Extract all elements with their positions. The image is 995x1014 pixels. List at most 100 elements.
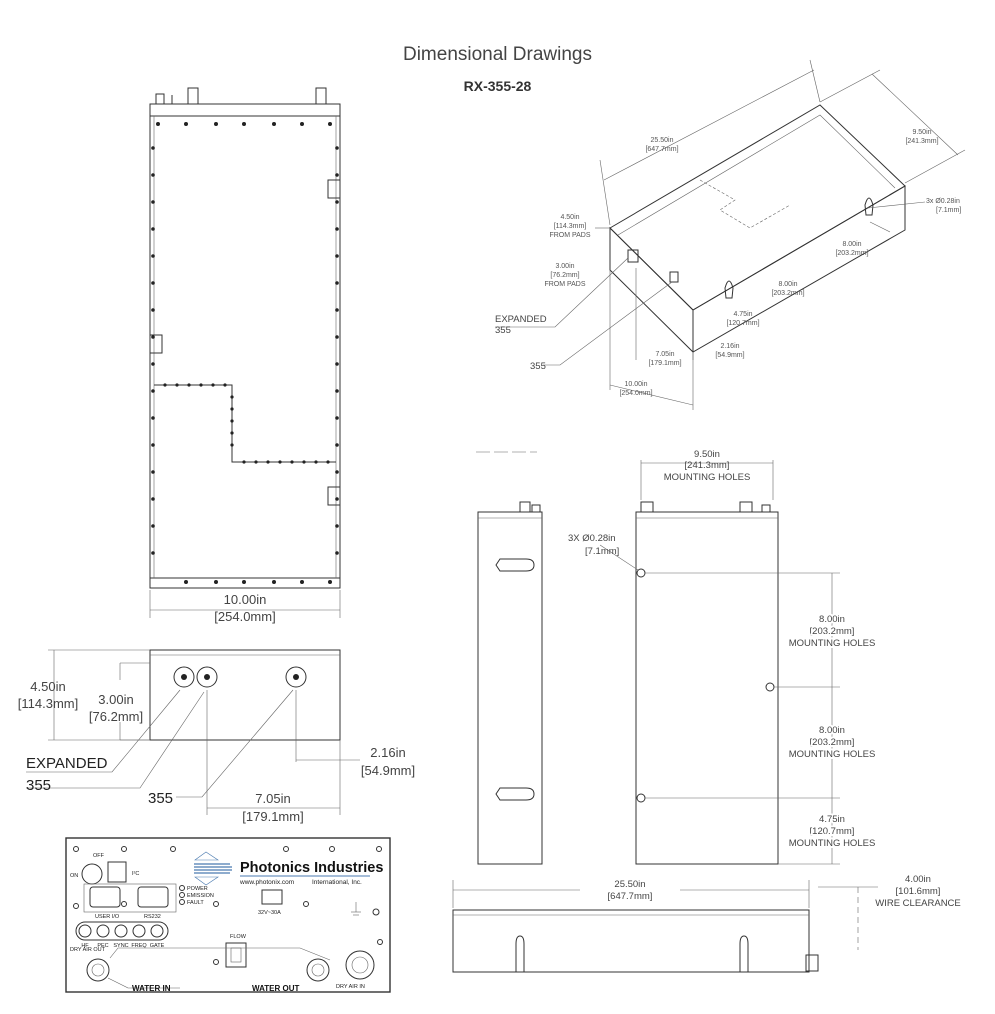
model-number: RX-355-28 — [463, 78, 532, 94]
screw — [151, 227, 155, 231]
panel-website: www.photonix.com — [239, 879, 294, 886]
screw — [328, 580, 332, 584]
dry-air-out-fitting — [86, 958, 110, 982]
iso-width-in: 9.50in — [912, 129, 931, 136]
jack-label: SYNC — [113, 943, 128, 949]
bottom-width-in: 9.50in — [694, 449, 720, 460]
iso-callout-355: 355 — [530, 361, 546, 372]
bottom-holes: 3X Ø0.28in — [568, 533, 616, 544]
jack-label: GATE — [150, 943, 165, 949]
screw — [272, 580, 276, 584]
dry-air-in-fitting — [345, 950, 375, 980]
iso-callout-expanded-2: 355 — [495, 325, 511, 336]
end-view-body — [149, 649, 341, 741]
end-view: 4.50in [114.3mm] 3.00in [76.2mm] EXPANDE… — [18, 649, 415, 824]
panel-screw — [73, 903, 79, 909]
power-connector — [261, 889, 283, 905]
panel-water-in: WATER IN — [132, 984, 171, 993]
iso-foot-1 — [724, 280, 734, 299]
front-panel-outline — [65, 837, 391, 993]
panel-screw — [376, 846, 382, 852]
screw — [230, 431, 234, 435]
screw — [214, 122, 218, 126]
top-width-in: 10.00in — [224, 592, 267, 607]
panel-screw — [377, 939, 383, 945]
top-view-screws — [151, 122, 339, 584]
screw — [184, 122, 188, 126]
flow-switch — [225, 942, 247, 968]
end-height-mm: [114.3mm] — [18, 696, 78, 711]
end-offset-in: 2.16in — [370, 745, 405, 760]
bottom-m2-note: MOUNTING HOLES — [789, 749, 876, 760]
iso-h-mm: [114.3mm] — [554, 223, 587, 230]
isometric-view: 25.50in [647.7mm] 9.50in [241.3mm] 3x Ø0… — [495, 59, 966, 410]
panel-screw — [121, 901, 127, 907]
top-connector-3 — [315, 87, 327, 105]
photonics-logo-icon — [194, 851, 232, 886]
panel-screw — [73, 846, 79, 852]
side-handle-1 — [327, 179, 341, 199]
panel-led-fault: FAULT — [187, 900, 204, 906]
screw — [163, 383, 167, 387]
screw — [151, 335, 155, 339]
bottom-m1-in: 8.00in — [819, 614, 845, 625]
screw — [151, 524, 155, 528]
screw — [151, 551, 155, 555]
side-connector — [805, 954, 819, 972]
screw — [314, 460, 318, 464]
iso-p-in: 3.00in — [555, 263, 574, 270]
screw — [230, 443, 234, 447]
port-355 — [285, 666, 307, 688]
side-length-mm: [647.7mm] — [608, 891, 653, 902]
screw — [335, 308, 339, 312]
screw — [242, 122, 246, 126]
iso-m3-in: 4.75in — [733, 311, 752, 318]
panel-led-power: POWER — [187, 886, 208, 892]
port-expanded-355-a — [173, 666, 195, 688]
screw — [151, 200, 155, 204]
screw — [151, 281, 155, 285]
screw — [335, 551, 339, 555]
screw — [335, 470, 339, 474]
screw — [254, 460, 258, 464]
jack-pec — [96, 924, 110, 938]
side-clear-note: WIRE CLEARANCE — [875, 898, 961, 909]
screw — [214, 580, 218, 584]
screw — [335, 335, 339, 339]
iso-s-in: 7.05in — [655, 351, 674, 358]
top-connector-2 — [187, 87, 199, 105]
iso-o-in: 2.16in — [720, 343, 739, 350]
screw — [335, 281, 339, 285]
screw — [151, 254, 155, 258]
bottom-m3-mm: [120.7mm] — [810, 826, 855, 837]
iso-side-face — [692, 185, 906, 353]
iso-m2-in: 8.00in — [778, 281, 797, 288]
screw — [335, 389, 339, 393]
side-clear-in: 4.00in — [905, 874, 931, 885]
panel-screw — [213, 901, 219, 907]
end-pad-in: 3.00in — [98, 692, 133, 707]
screw — [151, 443, 155, 447]
port-user-io — [89, 886, 121, 908]
iso-length-in: 25.50in — [651, 137, 674, 144]
bottom-width-note: MOUNTING HOLES — [664, 472, 751, 483]
bottom-m2-mm: [203.2mm] — [810, 737, 855, 748]
screw — [151, 389, 155, 393]
bottom-view-body — [635, 511, 779, 865]
end-callout-expanded-2: 355 — [26, 777, 51, 794]
iso-m3-mm: [120.7mm] — [726, 320, 759, 327]
panel-company: International, Inc. — [312, 879, 362, 886]
iso-foot-2 — [864, 197, 874, 216]
iso-m2-mm: [203.2mm] — [771, 290, 804, 297]
end-spacing-in: 7.05in — [255, 791, 290, 806]
page-title: Dimensional Drawings — [402, 44, 593, 65]
screw — [151, 416, 155, 420]
mounting-hole-1 — [636, 568, 646, 578]
top-connector-1 — [155, 93, 165, 105]
screw — [151, 362, 155, 366]
iso-callout-expanded-1: EXPANDED — [495, 314, 547, 325]
iso-length-mm: [647.7mm] — [645, 146, 678, 153]
top-view: 10.00in [254.0mm] — [149, 87, 341, 624]
screw — [300, 580, 304, 584]
